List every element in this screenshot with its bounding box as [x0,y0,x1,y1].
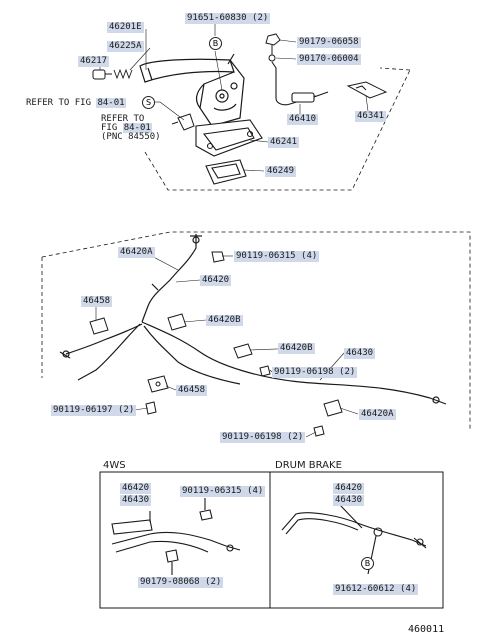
inset-4ws-drawing [111,498,241,575]
lever-assembly-outline [144,67,411,191]
cable-clamps [167,313,253,359]
adjuster-nuts [265,33,281,62]
label-46430: 46430 [344,348,376,359]
cable-assembly-outline [41,231,471,430]
inset-drum-label-46430: 46430 [333,495,365,506]
refer-note-2-line3: (PNC 84550) [101,132,161,142]
inset-drum-heading: DRUM BRAKE [275,460,342,471]
label-46420B-b: 46420B [278,343,315,354]
label-46410: 46410 [287,114,319,125]
lever-boot [205,159,247,185]
bolt-top [211,251,225,263]
label-90170-06004: 90170-06004 [297,54,361,65]
label-46249: 46249 [265,166,297,177]
label-46420B-a: 46420B [206,315,243,326]
inset-drum-drawing [281,504,427,575]
refer-note-2-line2: FIG 84-01 [101,123,152,133]
ref-marker-s: S [142,96,155,109]
bolt-06198-a [259,365,271,377]
refer-note-1-fig[interactable]: 84-01 [96,98,126,108]
release-button [92,69,112,80]
label-46341: 46341 [355,111,387,122]
bolt-06197 [145,401,157,415]
refer-note-2-fig[interactable]: 84-01 [122,123,152,133]
ref-marker-b-top: B [209,37,222,50]
label-46458-mid: 46458 [176,385,208,396]
inset-4ws-heading: 4WS [103,460,126,471]
label-90119-06315-top: 90119-06315 (4) [234,251,320,262]
figure-number: 460011 [408,624,445,635]
inset-4ws-label-90179-08068: 90179-08068 (2) [138,577,224,588]
label-46458-left: 46458 [81,296,113,307]
refer-note-1: REFER TO FIG 84-01 [26,98,126,108]
inset-4ws-label-90119-06315: 90119-06315 (4) [180,486,266,497]
brake-switch [171,113,195,131]
ref-marker-b-bottom: B [361,557,374,570]
refer-note-2-line1: REFER TO [101,114,145,124]
front-cable [141,234,202,323]
inset-4ws-label-46430: 46430 [120,495,152,506]
cable-plate [346,81,388,99]
label-90179-06058: 90179-06058 [297,37,361,48]
cable-clamp-right [323,399,343,417]
label-46217: 46217 [78,56,110,67]
inset-drum-label-91612-60612: 91612-60612 (4) [333,584,419,595]
cable-bracket-mid [147,375,169,393]
label-90119-06197: 90119-06197 (2) [51,405,137,416]
lever-spring [113,68,133,80]
inset-drum-label-46420: 46420 [333,483,365,494]
refer-note-2-prefix: FIG [101,123,123,133]
bolt-06198-b [313,425,325,437]
label-46420A-right: 46420A [359,409,396,420]
label-91651-60830: 91651-60830 (2) [185,13,271,24]
label-46241: 46241 [268,137,300,148]
label-46201E: 46201E [107,22,144,33]
inset-frames [99,471,444,609]
label-90119-06198-b: 90119-06198 (2) [220,432,306,443]
cable-grommet-left [89,317,109,335]
equalizer-rod [271,61,329,106]
parking-brake-lever [139,53,245,127]
rear-cables [59,321,447,405]
refer-note-1-prefix: REFER TO FIG [26,98,97,108]
label-90119-06198-a: 90119-06198 (2) [272,367,358,378]
label-46420A-top: 46420A [118,247,155,258]
label-46225A: 46225A [107,41,144,52]
label-46420: 46420 [200,275,232,286]
lever-bracket [195,119,263,157]
inset-4ws-label-46420: 46420 [120,483,152,494]
